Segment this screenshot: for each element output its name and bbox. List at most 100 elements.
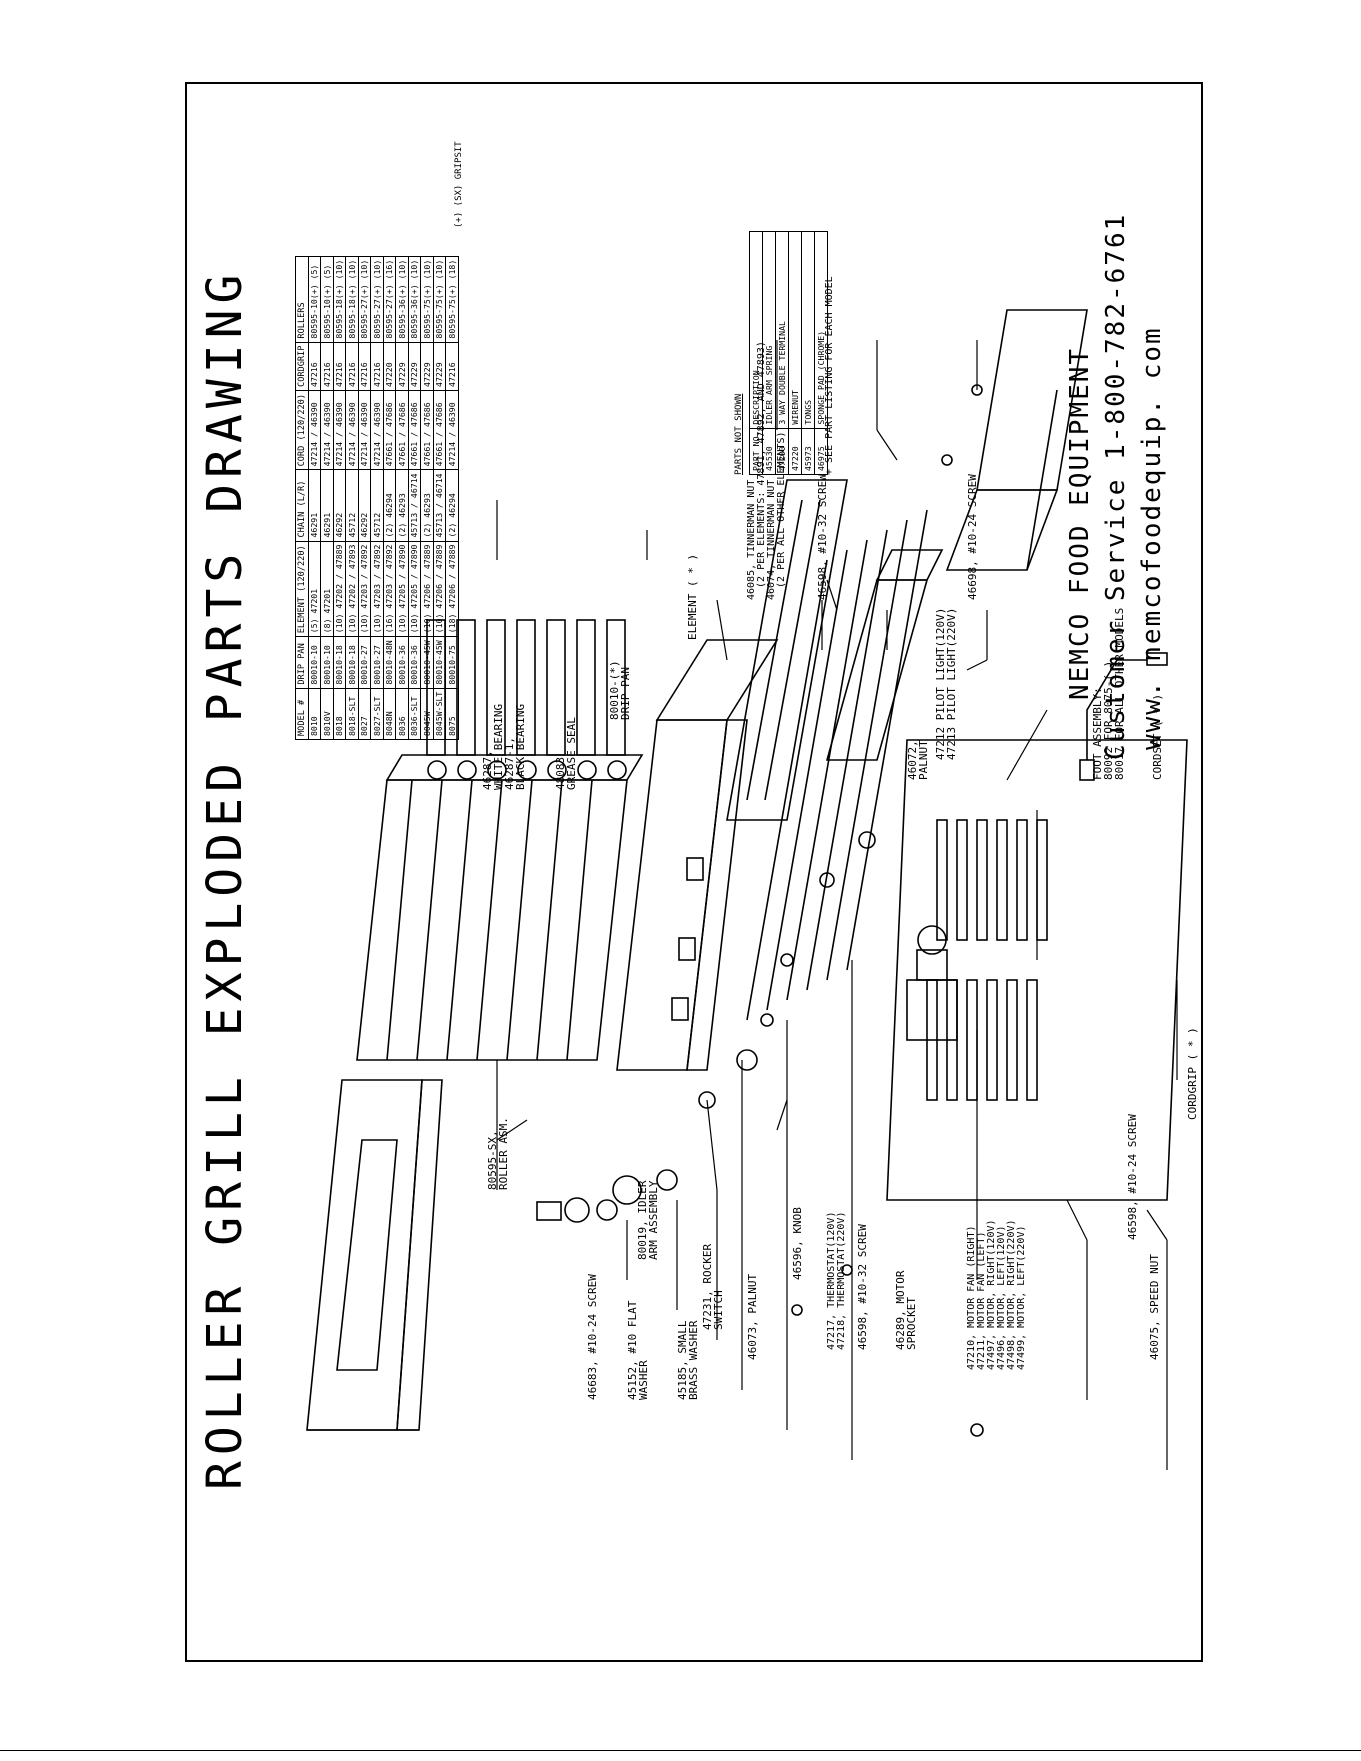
table-cell: 47216 — [445, 342, 458, 391]
table-cell: 80595-75(+) (10) — [433, 256, 446, 343]
label-pilot-light: 47212 PILOT LIGHT(120V) 47213 PILOT LIGH… — [934, 607, 958, 760]
table-cell: 47214 / 46390 — [308, 390, 321, 470]
bearing-row — [427, 760, 627, 780]
parts-note: + SEE PART LISTING FOR EACH MODEL — [824, 276, 835, 475]
table-cell: (5) 47201 — [308, 541, 321, 637]
exploded-drawing-art — [306, 309, 1188, 1470]
table-cell: 47214 / 46390 — [370, 390, 383, 470]
table-cell: 8036 — [395, 688, 408, 740]
cordset — [1079, 652, 1168, 781]
label-grease-seal: 48083 GREASE SEAL — [554, 717, 578, 790]
table-cell: (8) 47201 — [320, 541, 333, 637]
label-palnut: 46073, PALNUT — [746, 1273, 759, 1360]
rollers — [426, 619, 626, 756]
table-cell: 8018-SLT — [345, 688, 358, 740]
drawing-title: ROLLER GRILL EXPLODED PARTS DRAWING — [197, 268, 253, 1490]
table-cell: 47220 — [383, 342, 396, 391]
motor — [906, 925, 958, 1041]
table-cell: 8045W — [420, 688, 433, 740]
bottom-plate — [886, 739, 1188, 1201]
table-cell: 8075 — [445, 688, 458, 740]
rotated-drawing: ROLLER GRILL EXPLODED PARTS DRAWING MODE… — [187, 84, 1201, 1660]
table-cell: 47216 — [333, 342, 346, 391]
table-cell: 80010-10 — [308, 636, 321, 689]
col-rollers: ROLLERS — [295, 256, 308, 343]
label-foot-assembly: FOOT ASSEMBLY: 80092 FOR 8075-( ) 80017 … — [1091, 607, 1126, 780]
label-screw-10-32: 46598, #10-32 SCREW — [856, 1224, 869, 1350]
table-cell: 80010-45W — [420, 636, 433, 689]
col-drip-pan: DRIP PAN — [295, 636, 308, 689]
table-cell: 47229 — [420, 342, 433, 391]
table-cell: 80595-18(+) (10) — [333, 256, 346, 343]
label-cordgrip: CORDGRIP ( * ) — [1186, 1027, 1199, 1120]
label-tinnerman: 46085, TINNERMAN NUT (2 PER ELEMENTS: 47… — [746, 341, 787, 600]
label-screw-10-24-bottom: 46598, #10-24 SCREW — [1126, 1114, 1139, 1240]
table-cell: (2) 46294 — [383, 469, 396, 542]
label-idler-arm: 80019, IDLER ARM ASSEMBLY — [636, 1180, 660, 1260]
col-cordgrip: CORDGRIP — [295, 342, 308, 391]
table-cell: 8027 — [358, 688, 371, 740]
table-cell: 46291 — [320, 469, 333, 542]
table-cell: 80010-18 — [345, 636, 358, 689]
table-cell: 46292 — [333, 469, 346, 542]
label-palnut-pilot: 46072, PALNUT — [906, 740, 930, 780]
table-cell: (10) 47203 / 47892 — [370, 541, 383, 637]
table-cell: 47216 — [358, 342, 371, 391]
label-screw-10-24-top: 46698, #10-24 SCREW — [966, 474, 979, 600]
table-cell: 47214 / 46390 — [320, 390, 333, 470]
table-cell: 47216 — [370, 342, 383, 391]
table-cell: 8018 — [333, 688, 346, 740]
table-cell: 80595-27(+) (16) — [383, 256, 396, 343]
table-cell: 80010-10 — [320, 636, 333, 689]
end-cover — [306, 1079, 443, 1431]
table-cell: 80595-10(+) (5) — [308, 256, 321, 343]
table-cell: 80595-10(+) (5) — [320, 256, 333, 343]
table-cell: 80010-27 — [370, 636, 383, 689]
drawing-frame — [185, 82, 1203, 1662]
label-knob: 46596, KNOB — [791, 1207, 804, 1280]
label-screw-10-32-top: 46598, #10-32 SCREW — [816, 474, 829, 600]
table-cell: 47216 — [320, 342, 333, 391]
col-model: MODEL # — [295, 688, 308, 740]
table-cell: 80595-27(+) (10) — [358, 256, 371, 343]
small-parts — [536, 384, 984, 1437]
table-cell: 8036-SLT — [408, 688, 421, 740]
table-cell: 80595-36(+) (10) — [395, 256, 408, 343]
table-cell: 46292 — [358, 469, 371, 542]
label-motor-fans: 47210, MOTOR FAN (RIGHT) 47211, MOTOR FA… — [966, 1219, 1027, 1370]
table-cell: 80010-45W — [433, 636, 446, 689]
table-cell: (18) 47206 / 47889 — [445, 541, 458, 637]
label-thermostat: 47217, THERMOSTAT(120V) 47218, THERMOSTA… — [826, 1211, 847, 1350]
label-bearing: 46287, WHITE BEARING 46287-1, BLACK BEAR… — [481, 703, 527, 790]
leader-lines — [496, 340, 1178, 1470]
table-cell: 47229 — [395, 342, 408, 391]
brand-web: www. nemcofoodequip. com — [1137, 326, 1167, 750]
label-cordset: CORDSET ( * ) — [1151, 693, 1164, 780]
table-cell: (10) 47206 / 47889 — [420, 541, 433, 637]
table-cell: 8010V — [320, 688, 333, 740]
table-cell: 80010-75 — [445, 636, 458, 689]
table-cell: 47661 / 47686 — [383, 390, 396, 470]
element-bracket — [825, 549, 944, 761]
label-element: ELEMENT ( * ) — [686, 553, 699, 640]
table-cell: 8045W-SLT — [433, 688, 446, 740]
table-cell: 45712 — [345, 469, 358, 542]
label-rocker-switch: 47231, ROCKER SWITCH — [701, 1243, 725, 1330]
table-cell: 47661 / 47686 — [433, 390, 446, 470]
table-cell: 80010-48N — [383, 636, 396, 689]
col-element: ELEMENT (120/220) — [295, 541, 308, 637]
housing — [616, 639, 779, 1071]
table-cell: 45713 / 46714 — [433, 469, 446, 542]
table-cell: 8027-SLT — [370, 688, 383, 740]
